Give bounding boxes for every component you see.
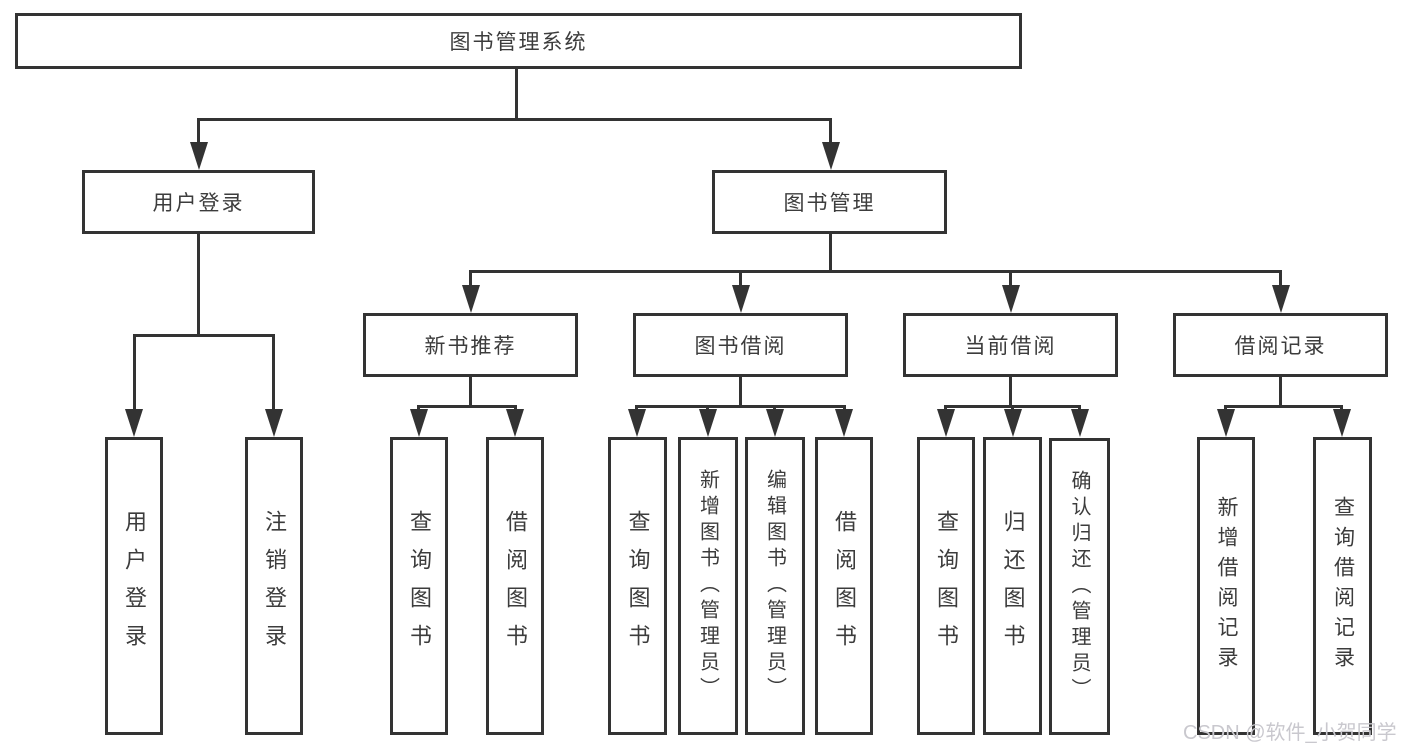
arrowhead-borrow xyxy=(732,285,750,313)
arrowhead-book-mgmt xyxy=(822,142,840,170)
node-book-borrow: 图书借阅 xyxy=(633,313,848,377)
leaf-return-books: 归还图书 xyxy=(983,437,1042,735)
node-user-login: 用户登录 xyxy=(82,170,315,234)
arrowhead-l11 xyxy=(1071,409,1089,437)
leaf-borrow-books-recommend: 借阅图书 xyxy=(486,437,544,735)
leaf-query-borrow-record: 查询借阅记录 xyxy=(1313,437,1372,735)
connector-newrec-stem xyxy=(469,377,472,408)
connector-level1-bar xyxy=(197,118,832,121)
connector-drop-leaf-logout xyxy=(272,334,275,410)
connector-level2-bar xyxy=(469,270,1282,273)
connector-drop-book-mgmt xyxy=(829,118,832,146)
connector-borrow-bar xyxy=(635,405,846,408)
leaf-edit-book-admin: 编辑图书（管理员） xyxy=(745,437,805,735)
leaf-query-books-recommend: 查询图书 xyxy=(390,437,448,735)
connector-drop-records xyxy=(1279,270,1282,288)
arrowhead-records xyxy=(1272,285,1290,313)
leaf-query-books-borrow: 查询图书 xyxy=(608,437,667,735)
arrowhead-l9 xyxy=(937,409,955,437)
connector-current-stem xyxy=(1009,377,1012,408)
csdn-watermark: CSDN @软件_小贺同学 xyxy=(1183,722,1397,744)
connector-drop-user-login xyxy=(197,118,200,146)
arrowhead-current xyxy=(1002,285,1020,313)
connector-newrec-bar xyxy=(417,405,517,408)
connector-records-stem xyxy=(1279,377,1282,408)
connector-root-stem xyxy=(515,69,518,121)
node-book-management: 图书管理 xyxy=(712,170,947,234)
connector-userlogin-bar xyxy=(133,334,275,337)
arrowhead-leaf-logout xyxy=(265,409,283,437)
arrowhead-l13 xyxy=(1333,409,1351,437)
leaf-user-login: 用户登录 xyxy=(105,437,163,735)
arrowhead-leaf-login xyxy=(125,409,143,437)
arrowhead-newrec xyxy=(462,285,480,313)
arrowhead-l4 xyxy=(506,409,524,437)
node-new-book-recommend: 新书推荐 xyxy=(363,313,578,377)
arrowhead-l3 xyxy=(410,409,428,437)
leaf-confirm-return-admin: 确认归还（管理员） xyxy=(1049,438,1110,735)
connector-drop-borrow xyxy=(739,270,742,288)
node-current-borrow: 当前借阅 xyxy=(903,313,1118,377)
arrowhead-l8 xyxy=(835,409,853,437)
arrowhead-l5 xyxy=(628,409,646,437)
connector-userlogin-stem xyxy=(197,234,200,337)
leaf-borrow-books: 借阅图书 xyxy=(815,437,873,735)
leaf-add-borrow-record: 新增借阅记录 xyxy=(1197,437,1255,735)
connector-borrow-stem xyxy=(739,377,742,408)
connector-records-bar xyxy=(1224,405,1343,408)
arrowhead-l6 xyxy=(699,409,717,437)
arrowhead-l10 xyxy=(1004,409,1022,437)
leaf-query-books-current: 查询图书 xyxy=(917,437,975,735)
leaf-add-book-admin: 新增图书（管理员） xyxy=(678,437,738,735)
connector-drop-leaf-login xyxy=(133,334,136,410)
connector-drop-newrec xyxy=(469,270,472,288)
connector-bookmgmt-stem xyxy=(829,234,832,273)
node-borrow-records: 借阅记录 xyxy=(1173,313,1388,377)
leaf-logout: 注销登录 xyxy=(245,437,303,735)
arrowhead-l7 xyxy=(766,409,784,437)
connector-drop-current xyxy=(1009,270,1012,288)
node-root-library-system: 图书管理系统 xyxy=(15,13,1022,69)
arrowhead-l12 xyxy=(1217,409,1235,437)
arrowhead-user-login xyxy=(190,142,208,170)
